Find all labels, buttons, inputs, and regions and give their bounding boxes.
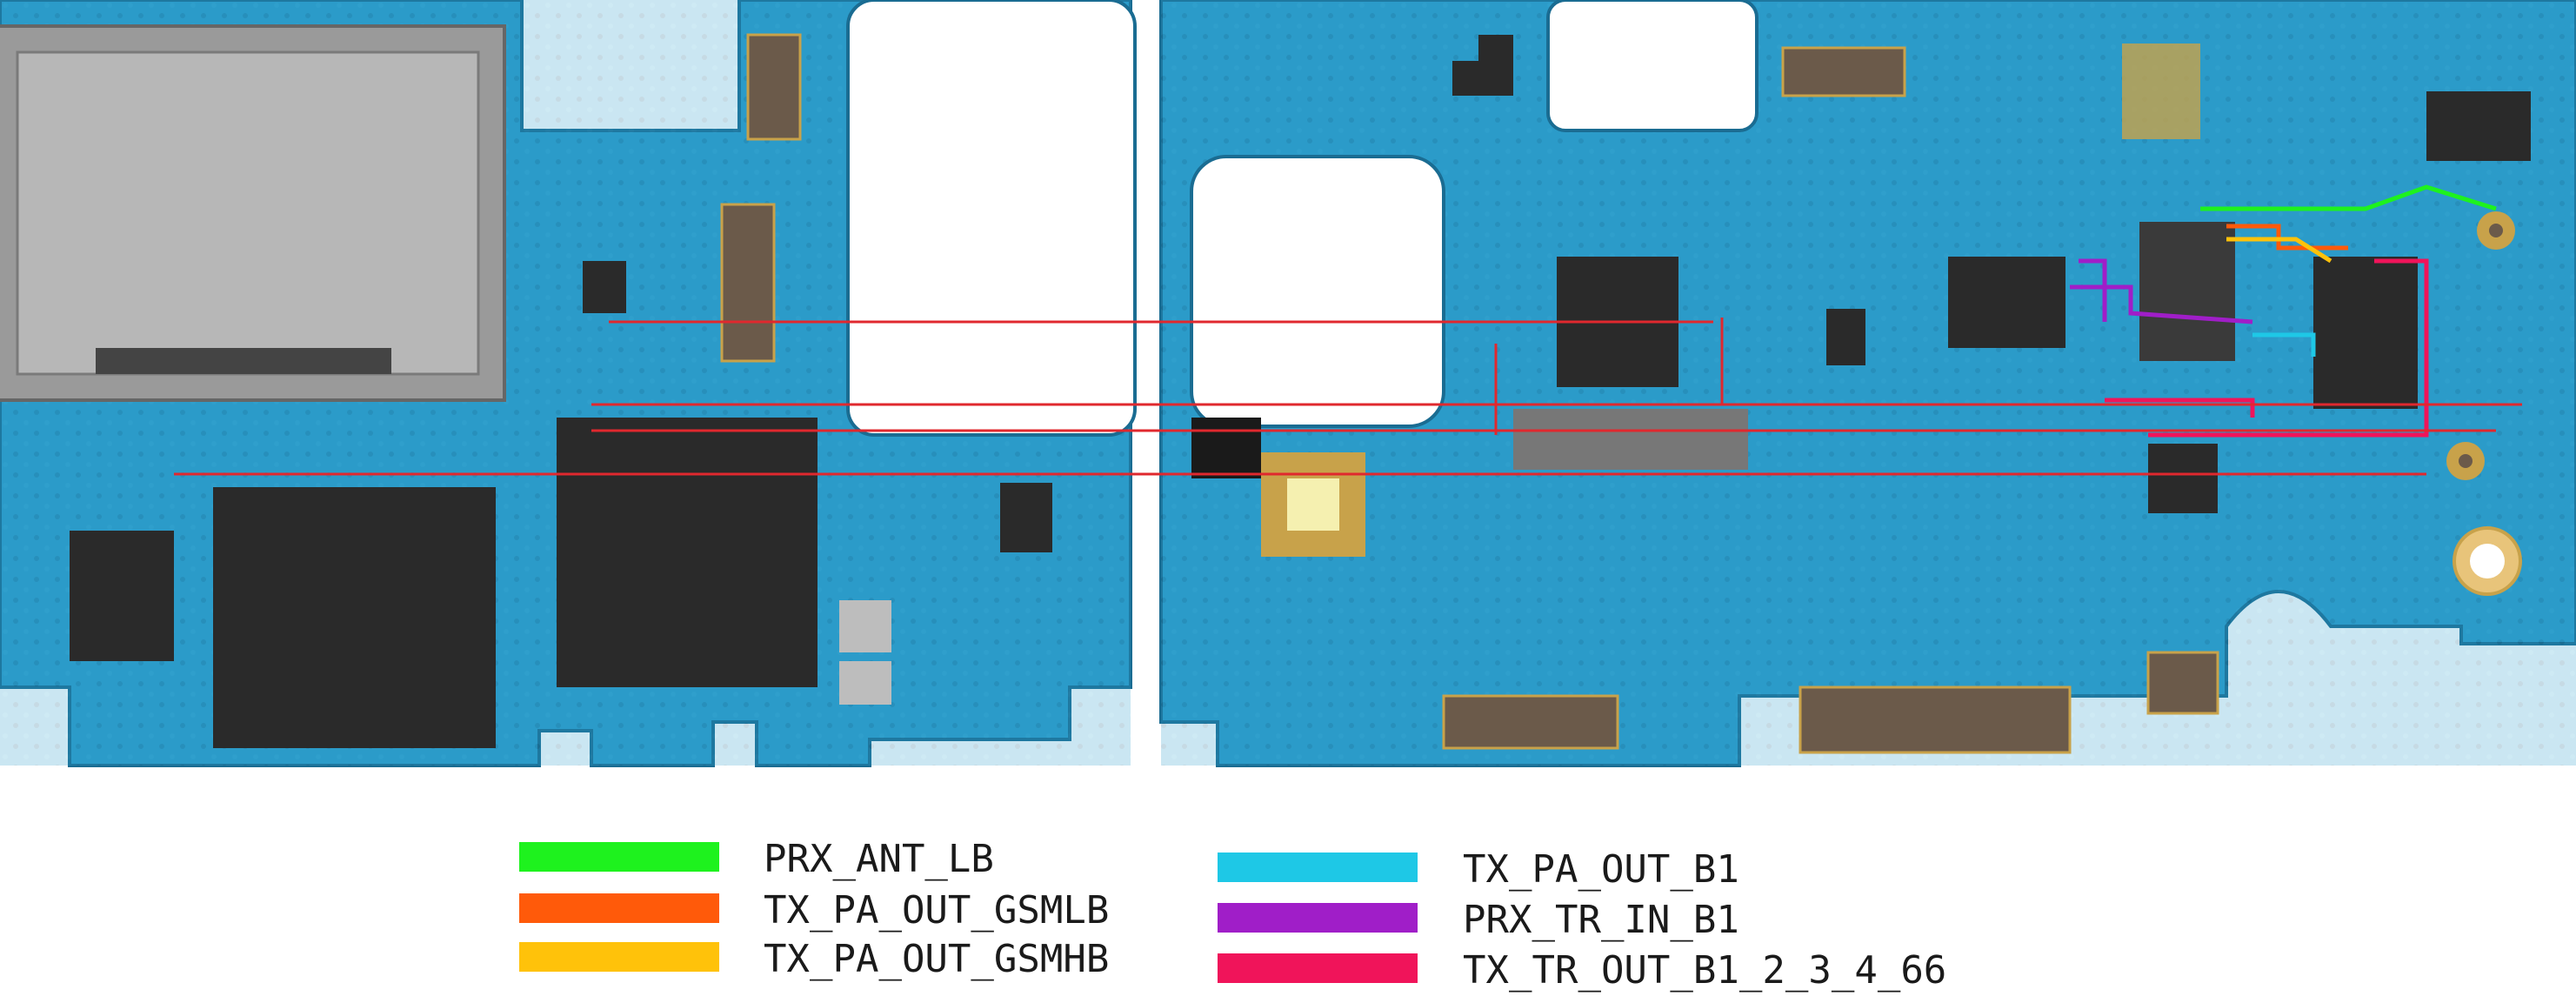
legend-swatch [1218,953,1418,983]
board-connector-2 [720,203,776,363]
rf-chip-2 [2313,257,2418,409]
filter-module [1513,409,1748,470]
legend-swatch [1218,903,1418,933]
board-connector-4 [1442,694,1619,750]
datamatrix-code-icon [1191,418,1261,478]
legend-label: TX_TR_OUT_B1_2_3_4_66 [1463,948,1947,993]
legend-swatch [1218,853,1418,882]
signal-traces [2070,184,2497,438]
rf-chip-1 [1948,257,2065,348]
memory-chip [213,487,496,748]
legend-swatch [519,842,719,872]
left-board [0,0,1137,767]
red-traces [174,318,2522,476]
legend-label: TX_PA_OUT_B1 [1463,847,1739,892]
rf-connector-icon [2446,211,2515,480]
board-connector-5 [1799,685,2072,754]
sim-tray-icon [0,24,506,402]
bga-chip-small-left [70,531,174,661]
board-connector-1 [746,33,802,141]
legend-swatch [519,942,719,972]
legend-label: TX_PA_OUT_GSMHB [764,937,1110,981]
cpu-chip [557,418,818,687]
board-connector-3 [1781,46,1906,97]
legend-label: TX_PA_OUT_GSMLB [764,888,1110,933]
legend-label: PRX_ANT_LB [764,837,994,881]
right-board [174,0,2576,767]
rf-transceiver-label [2139,222,2235,361]
legend-swatch [519,893,719,923]
legend-label: PRX_TR_IN_B1 [1463,898,1739,942]
